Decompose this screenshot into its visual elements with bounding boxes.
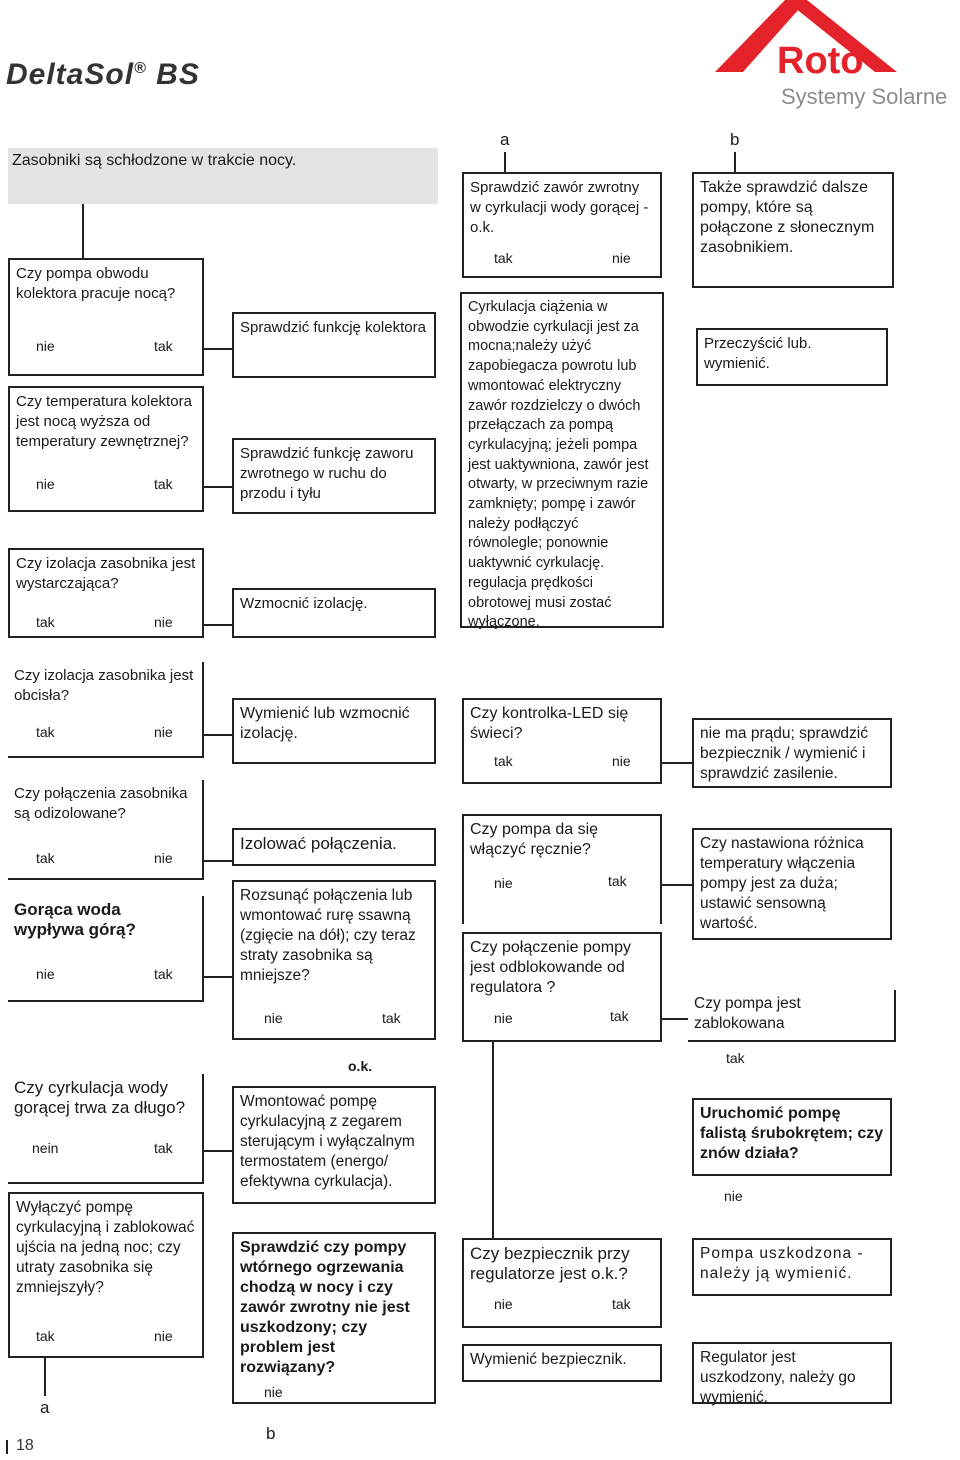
answer-no: nie [36, 338, 55, 354]
check-other-pumps: Także sprawdzić dalsze pompy, które są p… [692, 172, 894, 288]
answer-no: nie [612, 250, 631, 266]
circulation-advice: Cyrkulacja ciążenia w obwodzie cyrkulacj… [460, 292, 664, 630]
result-timer-pump: Wmontować pompę cyrkulacyjną z zegarem s… [232, 1086, 436, 1204]
answer-yes: tak [494, 753, 513, 769]
result-check-secondary: Sprawdzić czy pompy wtórnego ogrzewania … [232, 1232, 436, 1404]
connector [662, 1018, 692, 1020]
answer-no: nie [36, 476, 55, 492]
connector [504, 152, 506, 172]
answer-no: nie [612, 753, 631, 769]
answer-no: nie [264, 1384, 283, 1400]
connector [204, 348, 234, 350]
connector [492, 1042, 494, 1238]
brand-subtitle: Systemy Solarne [781, 84, 948, 109]
connector [204, 624, 234, 626]
answer-yes: tak [154, 338, 173, 354]
intro-banner: Zasobniki są schłodzone w trakcie nocy. [8, 148, 438, 204]
answer-yes: tak [36, 1328, 55, 1344]
connector [662, 884, 692, 886]
check-valve-circulation: Sprawdzić zawór zwrotny w cyrkulacji wod… [462, 172, 662, 278]
result-replace-fuse: Wymienić bezpiecznik. [462, 1344, 662, 1382]
marker-a: a [40, 1398, 50, 1417]
marker-a: a [500, 130, 510, 149]
connector [204, 734, 234, 736]
answer-yes: tak [494, 250, 513, 266]
answer-yes: tak [608, 873, 627, 889]
answer-no: nie [36, 966, 55, 982]
roto-logo: Roto Systemy Solarne [715, 0, 960, 110]
document-title: DeltaSol® BS [6, 58, 200, 91]
answer-yes: tak [36, 614, 55, 630]
answer-yes: tak [154, 476, 173, 492]
result-pump-broken: Pompa uszkodzona - należy ją wymienić. [692, 1238, 892, 1296]
question-turn-off-pump: Wyłączyć pompę cyrkulacyjną i zablokować… [8, 1192, 204, 1358]
connector [204, 486, 234, 488]
question-fuse-ok: Czy bezpiecznik przy regulatorze jest o.… [462, 1238, 662, 1328]
answer-no: nein [32, 1140, 59, 1156]
question-pump-manual: Czy pompa da się włączyć ręcznie? [462, 814, 662, 924]
question-pump-blocked: Czy pompa jest zablokowana [688, 990, 896, 1042]
answer-no: nie [154, 614, 173, 630]
page-number: 18 [16, 1437, 34, 1454]
result-start-pump: Uruchomić pompę falistą śrubokrętem; czy… [692, 1098, 892, 1176]
question-connections-insulated: Czy połączenia zasobnika są odizolowane? [8, 780, 204, 880]
question-hot-water-top: Gorąca woda wypływa górą? [8, 896, 204, 1002]
answer-yes: tak [612, 1296, 631, 1312]
result-replace-insulation: Wymienić lub wzmocnić izolację. [232, 698, 436, 764]
answer-yes: tak [610, 1008, 629, 1024]
answer-yes: tak [154, 1140, 173, 1156]
question-insulation: Czy izolacja zasobnika jest wystarczając… [8, 548, 204, 638]
answer-yes: tak [36, 724, 55, 740]
clean-or-replace: Przeczyścić lub. wymienić. [696, 328, 888, 386]
result-regulator-broken: Regulator jest uszkodzony, należy go wym… [692, 1342, 892, 1406]
question-circulation-long: Czy cyrkulacja wody gorącej trwa za dług… [8, 1074, 204, 1184]
answer-yes: tak [382, 1010, 401, 1026]
answer-no: nie [494, 1296, 513, 1312]
question-collector-temp: Czy temperatura kolektora jest nocą wyżs… [8, 386, 204, 512]
result-improve-insulation: Wzmocnić izolację. [232, 588, 436, 638]
result-insulate-connections: Izolować połączenia. [232, 828, 436, 866]
question-insulation-tight: Czy izolacja zasobnika jest obcisła? [8, 662, 204, 758]
result-temp-difference: Czy nastawiona różnica temperatury włącz… [692, 828, 892, 940]
result-check-collector: Sprawdzić funkcję kolektora [232, 312, 436, 378]
answer-no: nie [154, 1328, 173, 1344]
answer-no: nie [724, 1188, 743, 1204]
answer-yes: tak [36, 850, 55, 866]
result-no-power: nie ma prądu; sprawdzić bezpiecznik / wy… [692, 718, 892, 788]
result-move-connections: Rozsunąć połączenia lub wmontować rurę s… [232, 880, 436, 1040]
marker-b: b [730, 130, 740, 149]
connector [82, 204, 84, 260]
answer-no: nie [494, 875, 513, 891]
connector [204, 1150, 234, 1152]
answer-no: nie [494, 1010, 513, 1026]
roof-logo-icon [715, 0, 897, 72]
page-marker [6, 1440, 8, 1454]
connector [662, 762, 692, 764]
question-pump-unblocked: Czy połączenie pompy jest odblokowande o… [462, 932, 662, 1042]
answer-no: nie [264, 1010, 283, 1026]
answer-yes: tak [726, 1050, 745, 1066]
answer-yes: tak [154, 966, 173, 982]
connector [734, 152, 736, 172]
answer-no: nie [154, 724, 173, 740]
result-check-valve: Sprawdzić funkcję zaworu zwrotnego w ruc… [232, 438, 436, 514]
answer-no: nie [154, 850, 173, 866]
connector [204, 976, 234, 978]
connector [44, 1358, 46, 1396]
question-led-on: Czy kontrolka-LED się świeci? [462, 698, 662, 784]
marker-b: b [266, 1424, 276, 1443]
brand-name: Roto [777, 40, 864, 82]
connector [204, 860, 234, 862]
question-pump-night: Czy pompa obwodu kolektora pracuje nocą? [8, 258, 204, 376]
result-ok: o.k. [348, 1058, 373, 1074]
